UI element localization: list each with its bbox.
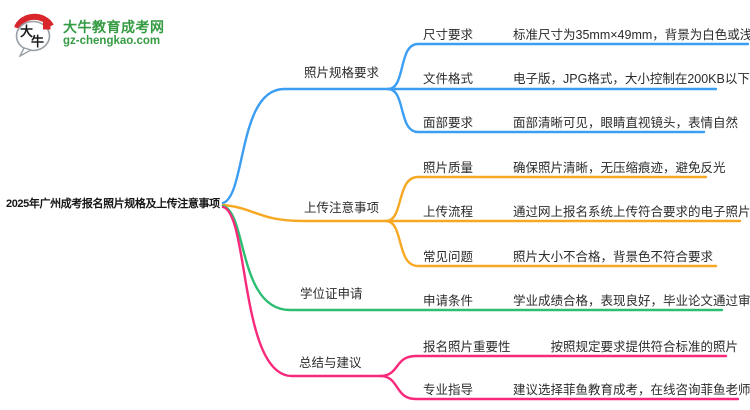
root-topic: 2025年广州成考报名照片规格及上传注意事项 — [6, 198, 220, 210]
logo-domain: gz-chengkao.com — [63, 35, 161, 48]
node-row-size-requirement: 尺寸要求 标准尺寸为35mm×49mm，背景为白色或浅蓝色 — [415, 22, 750, 44]
logo-mark-char2: 牛 — [31, 34, 44, 49]
branch-label-upload-notes: 上传注意事项 — [304, 201, 380, 215]
node-row-apply-conditions: 申请条件 学业成绩合格，表现良好，毕业论文通过审核 — [415, 288, 750, 310]
node-label: 申请条件 — [423, 293, 474, 308]
node-value: 标准尺寸为35mm×49mm，背景为白色或浅蓝色 — [513, 27, 750, 42]
daniu-bubble-icon: 大 牛 — [14, 13, 54, 57]
logo-text-block: 大牛教育成考网 gz-chengkao.com — [63, 19, 165, 48]
node-label: 尺寸要求 — [423, 27, 474, 42]
node-row-face-requirement: 面部要求 面部清晰可见，眼睛直视镜头，表情自然 — [415, 110, 748, 132]
node-row-common-problems: 常见问题 照片大小不合格，背景色不符合要求 — [415, 244, 723, 266]
logo-brand-name: 大牛教育成考网 — [63, 19, 165, 36]
node-value: 建议选择菲鱼教育成考，在线咨询菲鱼老师 — [513, 382, 750, 397]
node-row-professional-guidance: 专业指导 建议选择菲鱼教育成考，在线咨询菲鱼老师 — [415, 377, 750, 399]
node-label: 报名照片重要性 — [423, 339, 511, 354]
node-label: 专业指导 — [423, 382, 474, 397]
logo-mark-char1: 大 — [20, 24, 33, 39]
branch4-main-curve — [221, 205, 382, 378]
branch2-child3-curve — [384, 219, 718, 268]
node-row-photo-quality: 照片质量 确保照片清晰，无压缩痕迹，避免反光 — [415, 155, 736, 177]
node-label: 上传流程 — [423, 204, 474, 219]
branch1-child1-curve — [386, 42, 750, 91]
branch-label-degree-apply: 学位证申请 — [300, 287, 363, 301]
node-value: 学业成绩合格，表现良好，毕业论文通过审核 — [513, 293, 750, 308]
site-logo: 大 牛 大牛教育成考网 gz-chengkao.com — [12, 11, 165, 57]
node-value: 照片大小不合格，背景色不符合要求 — [513, 249, 714, 264]
branch-label-photo-specs: 照片规格要求 — [304, 66, 380, 80]
branch2-main-curve — [221, 203, 388, 223]
node-row-upload-process: 上传流程 通过网上报名系统上传符合要求的电子照片 — [415, 199, 750, 221]
branch-label-summary: 总结与建议 — [299, 356, 362, 370]
node-label: 常见问题 — [423, 249, 474, 264]
node-value: 通过网上报名系统上传符合要求的电子照片 — [513, 204, 750, 219]
branch1-main-curve — [221, 87, 390, 205]
node-row-photo-importance: 报名照片重要性 按照规定要求提供符合标准的照片 — [415, 334, 748, 356]
node-row-file-format: 文件格式 电子版，JPG格式，大小控制在200KB以下 — [415, 66, 750, 88]
branch4-child1-curve — [378, 354, 728, 378]
branch4-child2-curve — [378, 374, 740, 401]
node-value: 确保照片清晰，无压缩痕迹，避免反光 — [513, 160, 726, 175]
branch2-child1-curve — [384, 175, 708, 223]
red-seal-icon — [43, 22, 51, 30]
branch1-child3-curve — [386, 87, 706, 134]
node-label: 面部要求 — [423, 115, 474, 130]
node-label: 文件格式 — [423, 71, 474, 86]
node-value: 面部清晰可见，眼睛直视镜头，表情自然 — [513, 115, 739, 130]
node-value: 电子版，JPG格式，大小控制在200KB以下 — [513, 71, 750, 86]
node-value: 按照规定要求提供符合标准的照片 — [550, 339, 739, 354]
node-label: 照片质量 — [423, 160, 474, 175]
